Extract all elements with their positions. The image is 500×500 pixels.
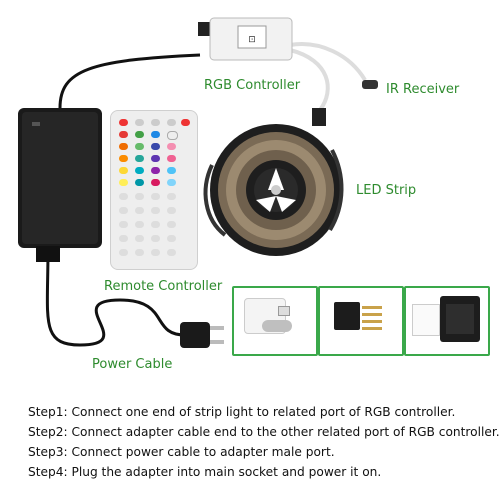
adapter-dc-cable (58, 53, 201, 109)
power-cable-wire (45, 249, 186, 347)
power-cable-label: Power Cable (92, 357, 173, 372)
power-plug-icon (180, 322, 224, 348)
ir-receiver-icon (362, 80, 378, 89)
strip-connector-icon (312, 108, 326, 126)
ir-receiver-cable (289, 42, 367, 82)
four-pin-connector-inset (318, 286, 404, 356)
power-adapter-icon (18, 108, 102, 262)
remote-control-icon (110, 110, 198, 270)
strip-connector-cable (289, 48, 330, 112)
led-strip-label: LED Strip (356, 183, 417, 198)
step-3: Step3: Connect power cable to adapter ma… (28, 445, 335, 459)
svg-text:⊡: ⊡ (248, 35, 256, 45)
led-strip-reel-icon (203, 124, 344, 256)
ir-receiver-label: IR Receiver (386, 82, 460, 97)
step-4: Step4: Plug the adapter into main socket… (28, 465, 382, 479)
rgb-controller-label: RGB Controller (204, 78, 301, 93)
rgb-controller-icon: ⊡ (198, 17, 293, 61)
step-2: Step2: Connect adapter cable end to the … (28, 425, 500, 439)
controller-port-inset (232, 286, 318, 356)
product-illustration: ⊡ (18, 17, 378, 348)
instruction-steps: Step1: Connect one end of strip light to… (28, 402, 500, 482)
step-1: Step1: Connect one end of strip light to… (28, 405, 456, 419)
strip-end-connector-inset (404, 286, 490, 356)
remote-controller-label: Remote Controller (104, 279, 223, 294)
